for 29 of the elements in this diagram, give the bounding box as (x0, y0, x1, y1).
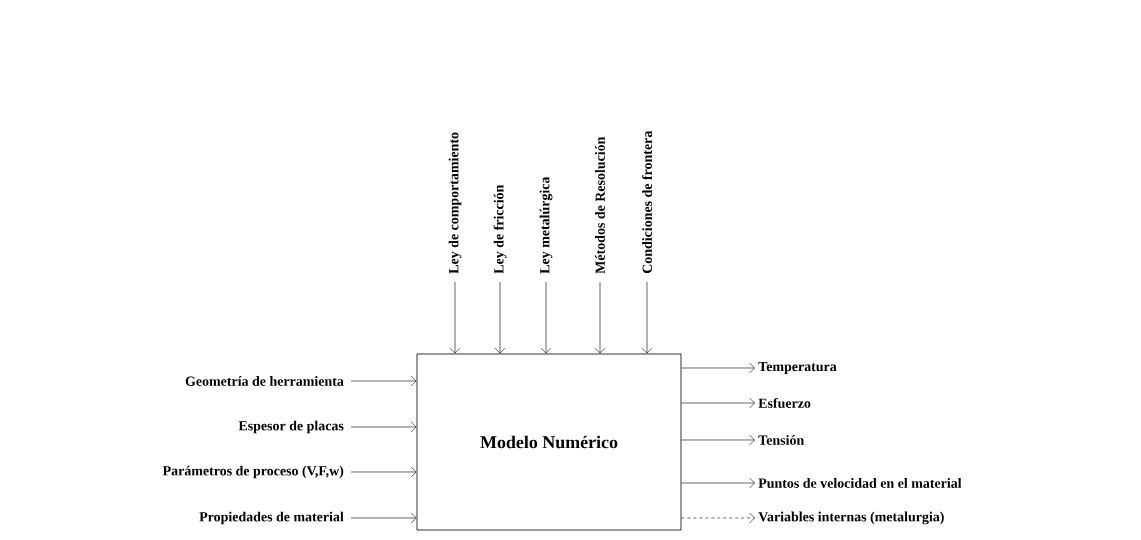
output-label: Tensión (758, 435, 804, 445)
output-label: Variables internas (metalurgia) (758, 511, 944, 525)
input-label: Condiciones de frontera (642, 130, 652, 274)
arrow (540, 281, 552, 354)
input-label: Parámetros de proceso (V,F,w) (162, 465, 344, 479)
input-label: Ley de fricción (493, 184, 507, 274)
arrow (350, 466, 417, 478)
arrow (681, 362, 755, 374)
input-label: Geometría de herramienta (185, 376, 344, 386)
arrow (350, 375, 417, 387)
arrow (594, 281, 606, 354)
output-label: Temperatura (758, 361, 837, 375)
arrow (350, 421, 417, 433)
arrow (641, 281, 653, 354)
output-label: Esfuerzo (758, 398, 811, 408)
arrow (449, 281, 461, 354)
arrow (681, 512, 755, 524)
arrow (350, 512, 417, 524)
arrow (681, 397, 755, 409)
arrow (681, 477, 755, 489)
arrow (494, 281, 506, 354)
input-label: Métodos de Resolución (595, 136, 605, 274)
arrow (681, 434, 755, 446)
input-label: Ley de comportamiento (448, 132, 462, 274)
input-label: Ley metalúrgica (539, 176, 553, 274)
process-box: Modelo Numérico (416, 353, 682, 531)
input-label: Propiedades de material (199, 511, 344, 525)
input-label: Espesor de placas (238, 420, 344, 434)
output-label: Puntos de velocidad en el material (758, 478, 962, 488)
